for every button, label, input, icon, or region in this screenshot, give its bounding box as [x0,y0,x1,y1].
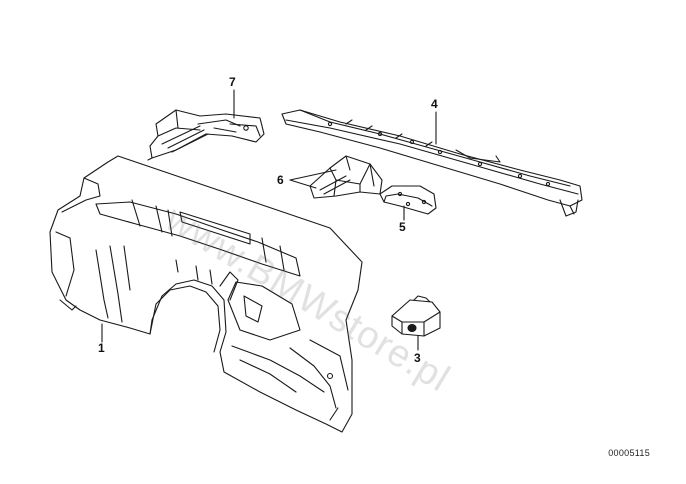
part-5-plate [379,185,437,215]
diagram-number: 00005115 [608,448,650,458]
callout-7: 7 [229,75,236,89]
part-6-bracket [309,155,383,199]
part-3-block [391,295,441,337]
callout-5: 5 [399,220,406,234]
part-7-bracket [147,109,265,161]
callout-4: 4 [431,97,438,111]
callout-3: 3 [414,351,421,365]
callout-6: 6 [277,173,284,187]
part-4-cross-member [281,109,583,217]
leader-line-6a [289,179,317,189]
callout-1: 1 [98,341,105,355]
part-1-rear-bulkhead [49,155,363,433]
leader-line-6b [289,169,337,181]
